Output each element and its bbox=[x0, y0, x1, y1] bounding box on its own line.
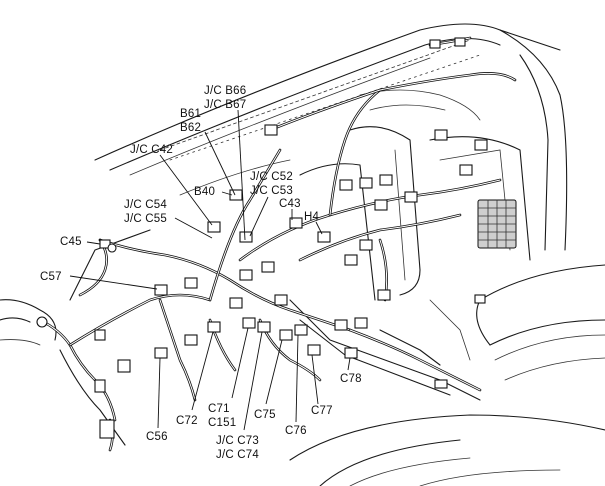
label-c76: C76 bbox=[285, 425, 307, 437]
dashboard-outline bbox=[0, 23, 605, 486]
label-jc-b66: J/C B66 bbox=[204, 85, 246, 97]
label-c72: C72 bbox=[176, 415, 198, 427]
connector-c72 bbox=[207, 321, 221, 333]
connector-c73 bbox=[257, 321, 271, 333]
label-jc-c73: J/C C73 bbox=[216, 435, 259, 447]
harness-bundles bbox=[38, 36, 517, 452]
label-jc-c74: J/C C74 bbox=[216, 449, 259, 461]
label-c57: C57 bbox=[40, 271, 62, 283]
label-jc-b67: J/C B67 bbox=[204, 99, 246, 111]
label-c151: C151 bbox=[208, 417, 236, 429]
connector-b61 bbox=[264, 124, 278, 136]
connector-c71 bbox=[242, 317, 256, 329]
connector-b40 bbox=[229, 189, 243, 201]
label-c78: C78 bbox=[340, 373, 362, 385]
connector-c43 bbox=[289, 217, 303, 229]
connector-h4 bbox=[317, 231, 331, 243]
label-c71: C71 bbox=[208, 403, 230, 415]
label-jc-c52: J/C C52 bbox=[250, 171, 293, 183]
connector-jc-c52 bbox=[239, 231, 253, 243]
connector-c75 bbox=[279, 329, 293, 341]
callout-labels: J/C B66 J/C B67 B61 B62 J/C C42 B40 J/C … bbox=[40, 85, 362, 461]
leader-lines bbox=[69, 109, 351, 431]
ground-eyelet bbox=[36, 316, 48, 328]
label-c45: C45 bbox=[60, 236, 82, 248]
label-c56: C56 bbox=[146, 431, 168, 443]
connector-c76 bbox=[294, 324, 308, 336]
label-jc-c55: J/C C55 bbox=[124, 213, 167, 225]
label-b61: B61 bbox=[180, 108, 201, 120]
label-h4: H4 bbox=[304, 211, 320, 223]
label-c75: C75 bbox=[254, 409, 276, 421]
fuse-box bbox=[477, 199, 517, 249]
label-jc-c42: J/C C42 bbox=[130, 144, 173, 156]
label-jc-c53: J/C C53 bbox=[250, 185, 293, 197]
label-jc-c54: J/C C54 bbox=[124, 199, 167, 211]
connectors bbox=[36, 37, 517, 439]
connector-jc-c42 bbox=[207, 221, 221, 233]
label-c77: C77 bbox=[311, 405, 333, 417]
connector-c57 bbox=[154, 284, 168, 296]
label-c43: C43 bbox=[279, 198, 301, 210]
label-b62: B62 bbox=[180, 122, 201, 134]
connector-c56 bbox=[154, 347, 168, 359]
connector-c77 bbox=[307, 344, 321, 356]
label-b40: B40 bbox=[194, 186, 215, 198]
connector-c78 bbox=[344, 347, 358, 359]
